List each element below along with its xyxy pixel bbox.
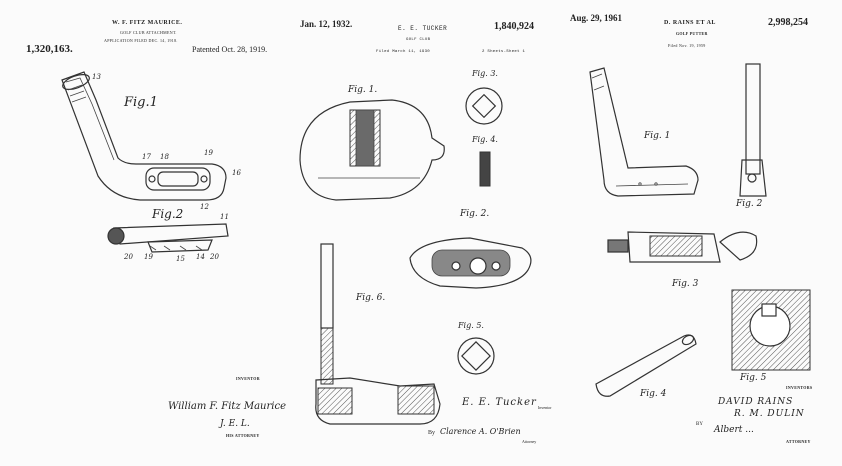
callout: 11 [220,213,229,221]
attorney-label: HIS ATTORNEY [226,433,260,438]
callout: 19 [144,253,153,261]
callout: 12 [200,203,209,211]
attorney-signature: Albert ... [714,425,754,435]
patent-number: 1,320,163. [26,43,73,55]
sheets-line: 2 Sheets-Sheet 1 [482,50,526,54]
callout: 20 [210,253,219,261]
fig4-label: Fig. 4 [640,389,667,399]
sheet3-fig4-drawing [595,334,697,397]
fig1-label: Fig.1 [124,95,158,110]
fig2-label: Fig.2 [152,207,184,221]
date: Aug. 29, 1961 [570,13,623,23]
inventor-header: D. RAINS ET AL [664,20,716,26]
fig2-label: Fig. 2. [460,209,490,219]
sheet1-fig1-drawing [61,71,227,201]
callout: 20 [124,253,133,261]
patent-sheet-tucker: Jan. 12, 1932. E. E. TUCKER 1,840,924 GO… [286,0,564,466]
patented-date: Patented Oct. 28, 1919. [192,45,268,54]
inventor-label: Inventor [538,405,552,410]
inventor-label: INVENTOR [236,376,260,381]
inventor-header: E. E. TUCKER [398,25,448,32]
sheet2-fig1-drawing [299,99,445,201]
sheet2-fig3-drawing [465,87,503,125]
callout: 14 [196,253,205,261]
callout: 18 [160,153,169,161]
callout: 17 [142,153,151,161]
subtitle: GOLF PUTTER [676,31,708,36]
sheet3-fig1-drawing [589,67,699,197]
by-label: BY [696,422,703,427]
patent-sheet-rains: Aug. 29, 1961 D. RAINS ET AL 2,998,254 G… [564,0,842,466]
callout: 16 [232,169,241,177]
fig5-label: Fig. 5. [458,321,484,330]
sheet1-fig2-drawing [107,223,229,253]
inventor-header: W. F. FITZ MAURICE. [112,20,183,26]
application-line: APPLICATION FILED DEC. 14, 1918. [104,38,178,43]
inventor-signature: William F. Fitz Maurice [168,401,286,412]
inventor-signature: E. E. Tucker [462,397,537,408]
sheet3-fig3-drawing [607,231,758,263]
inventor-name-1: DAVID RAINS [718,397,794,407]
attorney-signature: J. E. L. [220,419,250,429]
fig3-label: Fig. 3. [472,69,498,78]
fig5-label: Fig. 5 [740,373,767,383]
date: Jan. 12, 1932. [300,19,353,29]
callout: 13 [92,73,101,81]
patent-sheet-fitzmaurice: W. F. FITZ MAURICE. GOLF CLUB ATTACHMENT… [0,0,286,466]
sheet3-fig5-drawing [731,289,811,371]
fig3-label: Fig. 3 [672,279,699,289]
inventors-label: INVENTORS [786,385,813,390]
fig2-label: Fig. 2 [736,199,763,209]
sheet2-fig4-drawing [479,151,491,187]
callout: 15 [176,255,185,263]
inventor-name-2: R. M. DULIN [734,409,805,419]
subtitle: GOLF CLUB ATTACHMENT. [120,30,177,35]
subtitle: GOLF CLUB [406,38,431,42]
attorney-label: ATTORNEY [786,439,811,444]
fig6-label: Fig. 6. [356,293,386,303]
patent-number: 2,998,254 [768,17,808,28]
attorney-label: Attorney [522,439,537,444]
filed-line: Filed Nov. 19, 1959 [668,43,706,48]
sheet2-fig5-drawing [457,337,495,375]
filed-line: Filed March 11, 1930 [376,50,431,54]
sheet3-fig2-drawing [739,63,767,197]
by-label: By [428,430,436,436]
attorney-signature: Clarence A. O'Brien [440,427,521,436]
fig1-label: Fig. 1. [348,85,378,95]
patent-number: 1,840,924 [494,21,534,32]
sheet2-fig2-drawing [409,237,532,289]
callout: 19 [204,149,213,157]
fig1-label: Fig. 1 [644,131,671,141]
sheet2-fig6-drawing [315,243,441,425]
fig4-label: Fig. 4. [472,135,498,144]
